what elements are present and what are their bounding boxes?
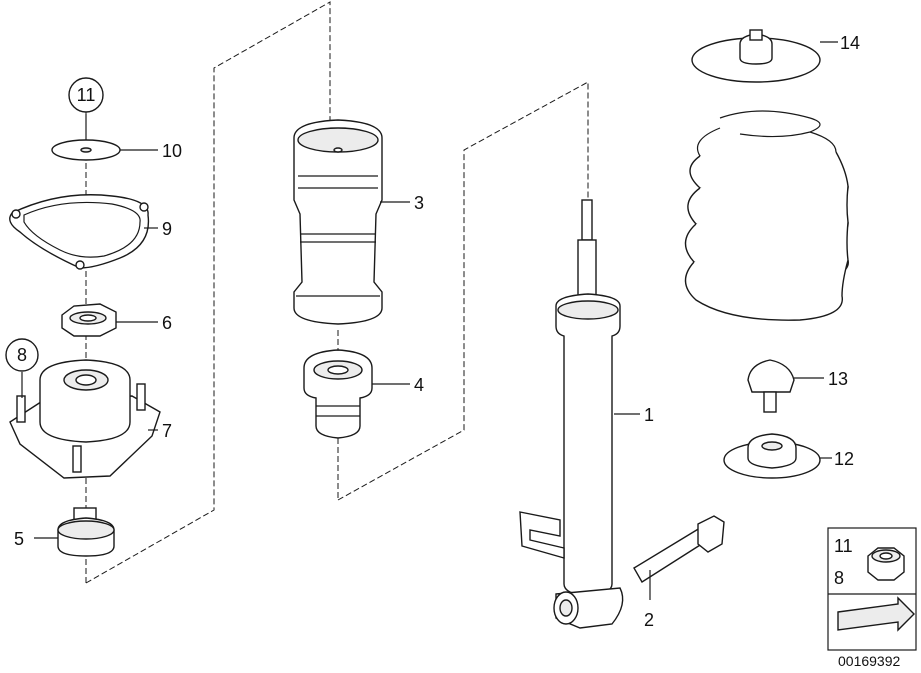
callout-9: 9 (162, 219, 172, 239)
part-12-spring-seat (723, 433, 821, 479)
part-2-bolt (633, 515, 725, 583)
callout-circle-8 (5, 338, 39, 372)
part-1-shock-absorber (519, 199, 624, 629)
part-5-bump-stop (57, 507, 115, 557)
part-6-nut (61, 303, 117, 337)
part-4-rubber-buffer (303, 349, 373, 439)
part-3-dust-cover (293, 119, 383, 325)
callout-4: 4 (414, 375, 424, 395)
legend-label-8: 8 (834, 568, 844, 588)
callout-14: 14 (840, 33, 860, 53)
part-9-gasket (9, 194, 150, 270)
callout-3: 3 (414, 193, 424, 213)
legend-box (827, 527, 917, 651)
callout-5: 5 (14, 529, 24, 549)
callout-10: 10 (162, 141, 182, 161)
callout-7: 7 (162, 421, 172, 441)
legend-label-11: 11 (834, 536, 853, 556)
callout-11: 11 (77, 85, 96, 105)
arrow-icon (837, 596, 915, 632)
part-10-washer (51, 139, 121, 161)
part-14-spring-pad (691, 29, 821, 83)
callout-leaders (21, 41, 838, 600)
callout-12: 12 (834, 449, 854, 469)
part-13-stop-cap (747, 359, 795, 413)
callout-6: 6 (162, 313, 172, 333)
callout-13: 13 (828, 369, 848, 389)
part-7-strut-mount (9, 359, 161, 479)
image-code: 00169392 (838, 653, 901, 669)
callout-8: 8 (17, 345, 27, 365)
callout-circle-11 (68, 77, 104, 113)
callout-1: 1 (644, 405, 654, 425)
callout-2: 2 (644, 610, 654, 630)
coil-spring (684, 110, 849, 321)
